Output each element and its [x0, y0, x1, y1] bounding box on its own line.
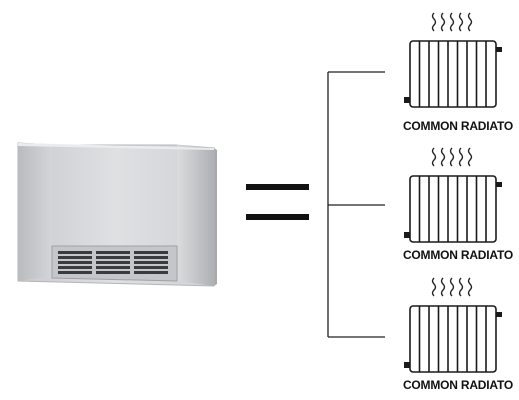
fan-coil-unit-icon [17, 142, 217, 287]
equals-sign-icon [246, 184, 309, 220]
radiator-3 [403, 277, 503, 373]
radiator-2 [403, 147, 503, 243]
radiator-label: COMMON RADIATO [402, 378, 514, 392]
radiator-label: COMMON RADIATO [402, 248, 514, 262]
radiator-label: COMMON RADIATO [402, 119, 514, 133]
radiator-1 [403, 12, 503, 108]
connector-lines [327, 71, 385, 338]
